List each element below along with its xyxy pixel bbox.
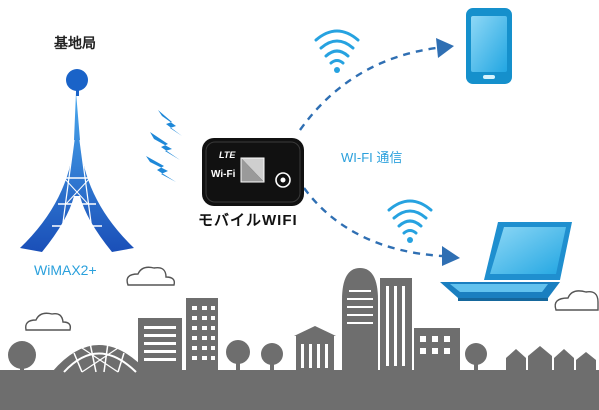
mobile-router-icon [202, 138, 304, 206]
cloud-icon [25, 312, 72, 331]
building-icon [342, 268, 378, 372]
connection-label: WI-FI 通信 [341, 150, 403, 165]
wifi-icon [387, 199, 433, 243]
ground [0, 370, 599, 410]
router-label: モバイルWIFI [198, 212, 298, 229]
smartphone-icon [466, 8, 512, 84]
router-screen-wifi: Wi-Fi [211, 169, 236, 180]
building-icon [294, 326, 336, 372]
cloud-icon [554, 290, 599, 311]
dashed-connection [299, 46, 443, 258]
bridge-icon [52, 342, 148, 373]
cloud-icon [126, 266, 176, 286]
router-screen-lte: LTE [219, 150, 236, 160]
building-icon [138, 318, 182, 372]
building-icon [380, 278, 412, 372]
wifi-icon [314, 29, 360, 73]
tree-icon [8, 341, 36, 372]
lightning-signal-icon [146, 110, 182, 182]
arrow-head-icon [436, 38, 454, 58]
laptop-icon [440, 222, 572, 301]
base-station-label: 基地局 [54, 35, 96, 51]
arrow-head-icon [442, 246, 460, 266]
radio-tower-icon [20, 69, 134, 252]
house-icon [506, 346, 596, 372]
building-icon [414, 328, 460, 372]
tree-icon [465, 343, 487, 372]
building-icon [186, 298, 218, 372]
city-skyline [0, 268, 599, 410]
tree-icon [226, 340, 250, 372]
tree-icon [261, 343, 283, 372]
network-label: WiMAX2+ [34, 262, 97, 278]
